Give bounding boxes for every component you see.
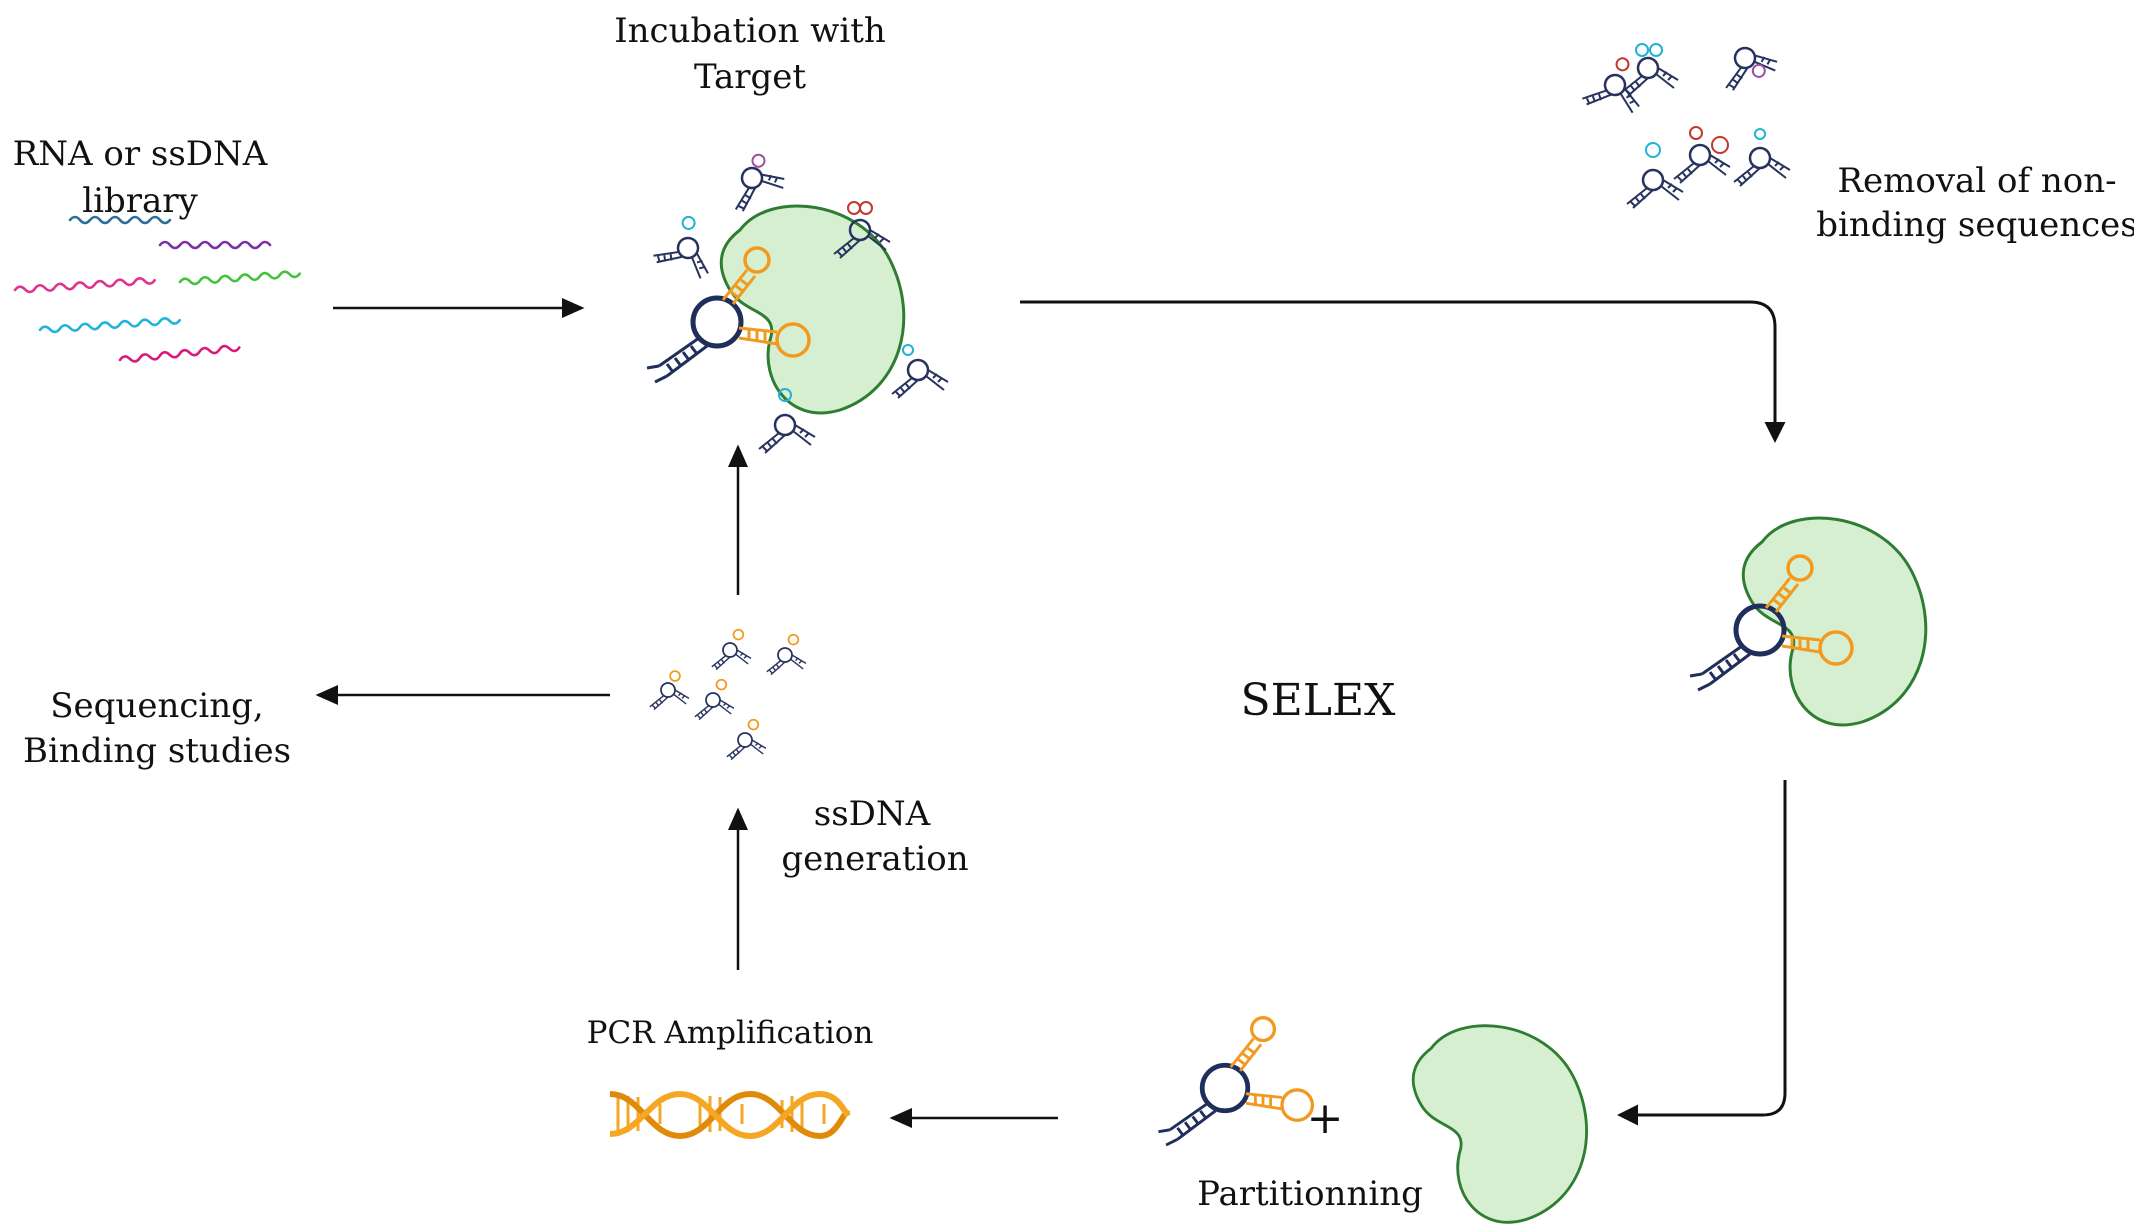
ssdna-cluster bbox=[648, 628, 807, 761]
selex-center-label: SELEX bbox=[1241, 675, 1397, 726]
strand-purple bbox=[158, 240, 272, 250]
sequencing-label-line1: Sequencing, bbox=[50, 686, 263, 726]
arrow-incubation-to-removal bbox=[1020, 300, 1786, 443]
incubation-label-line2: Target bbox=[694, 57, 806, 97]
removed-cluster bbox=[1579, 39, 1792, 210]
ssdna-label-line2: generation bbox=[781, 839, 968, 879]
free-aptamer bbox=[832, 201, 892, 260]
target-protein bbox=[1411, 1024, 1589, 1224]
free-aptamer bbox=[757, 388, 817, 455]
partitioning-label: Partitionning bbox=[1197, 1174, 1423, 1214]
ssdna-label-line1: ssDNA bbox=[814, 794, 931, 834]
strand-cyan bbox=[38, 316, 181, 334]
strand-magenta bbox=[118, 344, 241, 363]
selected-complex bbox=[1690, 516, 1928, 727]
free-aptamer bbox=[722, 153, 792, 215]
strand-blue bbox=[68, 215, 172, 225]
library-label-line1: RNA or ssDNA bbox=[13, 134, 268, 174]
library-strands bbox=[13, 215, 302, 363]
removal-label-line2: binding sequences bbox=[1816, 205, 2134, 245]
library-label-line2: library bbox=[82, 181, 198, 221]
sequencing-label-line2: Binding studies bbox=[23, 731, 291, 771]
free-aptamer bbox=[890, 344, 950, 400]
strand-pink bbox=[13, 276, 156, 294]
arrow-to-partitioning bbox=[1617, 780, 1787, 1126]
free-aptamer bbox=[650, 215, 721, 289]
strand-green bbox=[178, 270, 302, 286]
eluted-aptamer bbox=[1159, 1018, 1313, 1145]
incubation-cluster bbox=[647, 153, 950, 455]
removal-label-line1: Removal of non- bbox=[1837, 161, 2116, 201]
incubation-label-line1: Incubation with bbox=[614, 11, 886, 51]
dna-helix-icon bbox=[609, 1090, 851, 1140]
pcr-label: PCR Amplification bbox=[587, 1015, 874, 1051]
target-protein bbox=[1741, 516, 1928, 727]
